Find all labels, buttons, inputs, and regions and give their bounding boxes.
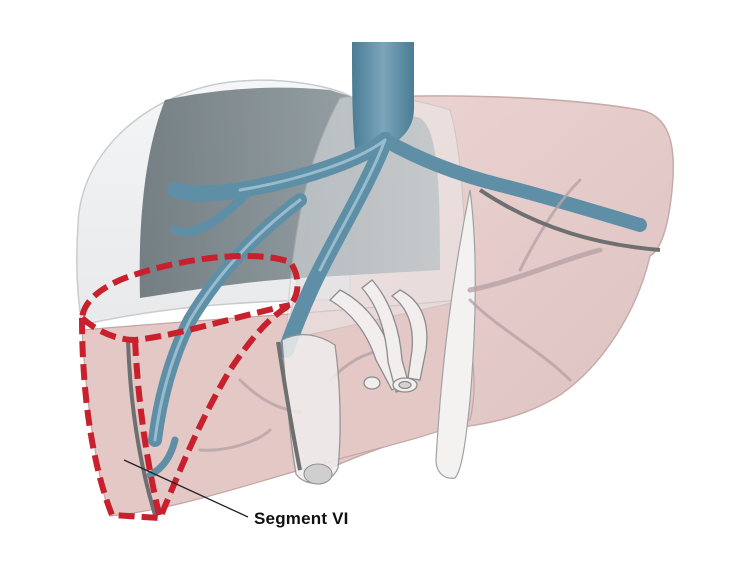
porta-hepatis xyxy=(328,279,428,393)
segment-vi-label: Segment VI xyxy=(254,509,349,528)
segment-fissure xyxy=(126,339,158,519)
vein-highlights xyxy=(153,138,387,442)
inferior-vena-cava xyxy=(352,42,414,150)
right-fissure xyxy=(478,188,661,252)
gallbladder-fundus xyxy=(303,463,333,485)
callout-leader-line xyxy=(123,459,249,518)
gallbladder-fissure xyxy=(276,341,302,471)
ligament-strip xyxy=(435,189,476,479)
segment-vi-outline xyxy=(79,252,301,521)
